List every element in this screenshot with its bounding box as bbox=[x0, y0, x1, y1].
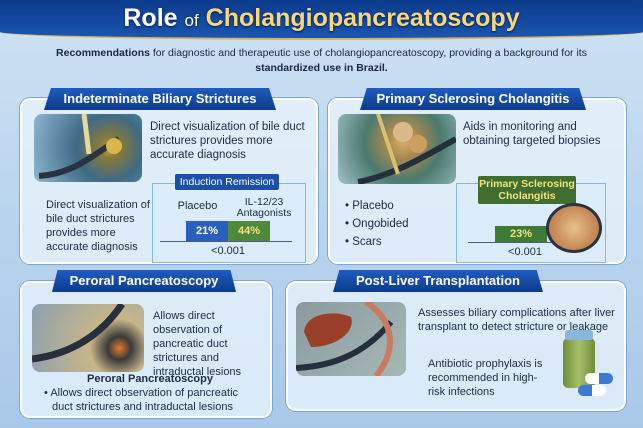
chart-axis bbox=[160, 241, 292, 242]
title-of: of bbox=[184, 11, 199, 30]
page-title: Role of Cholangiopancreatoscopy bbox=[0, 4, 643, 33]
chart-p-value: <0.001 bbox=[211, 245, 245, 257]
list-item: • Ongobided bbox=[345, 218, 409, 230]
endoscope-view-icon bbox=[546, 203, 602, 253]
bullet-list: • Placebo • Ongobided • Scars bbox=[345, 197, 409, 251]
panel-text: Allows direct observation of pancreatic … bbox=[153, 310, 242, 378]
panel-title: Post-Liver Transplantation bbox=[333, 270, 543, 292]
panel-note: Antibiotic prophylaxis is recommended in… bbox=[428, 358, 543, 398]
liver-transplant-image bbox=[296, 302, 406, 376]
chart-column-label: Placebo bbox=[177, 200, 218, 212]
panel-title: Primary Sclerosing Cholangitis bbox=[360, 88, 586, 110]
title-role: Role bbox=[123, 4, 178, 32]
list-item: • Scars bbox=[345, 236, 382, 248]
capsule-icon bbox=[578, 385, 606, 396]
subtitle: Recommendations for diagnostic and thera… bbox=[40, 46, 603, 76]
cholangitis-endoscopy-image bbox=[338, 114, 456, 184]
chart-p-value: <0.001 bbox=[508, 246, 542, 258]
chart-title: Induction Remission bbox=[175, 174, 279, 190]
capsule-icon bbox=[585, 373, 613, 384]
panel-title: Peroral Pancreatoscopy bbox=[52, 270, 236, 292]
panel-text: Assesses biliary complications after liv… bbox=[418, 307, 615, 333]
panel-title: Indeterminate Biliary Strictures bbox=[44, 88, 276, 110]
subtitle-lead: Recommendations bbox=[56, 47, 150, 59]
list-item: • Placebo bbox=[345, 200, 394, 212]
chart-column-label: IL-12/23 Antagonists bbox=[236, 196, 292, 219]
panel-text: Aids in monitoring and obtaining targete… bbox=[463, 121, 601, 147]
title-highlight: Cholangiopancreatoscopy bbox=[205, 4, 520, 32]
chart-bar-antagonists: 44% bbox=[228, 221, 270, 241]
panel-side-text: Direct visualization of bile duct strict… bbox=[46, 199, 150, 253]
list-item: • Allows direct observation of pancreati… bbox=[44, 387, 239, 413]
subtitle-tail: standardized use in Brazil. bbox=[255, 62, 388, 74]
pancreatic-duct-image bbox=[32, 304, 144, 372]
chart-title: Primary Sclerosing Cholangitis bbox=[478, 176, 576, 204]
subtitle-text: for diagnostic and therapeutic use of ch… bbox=[149, 47, 587, 59]
panel-text: Direct visualization of bile duct strict… bbox=[150, 121, 305, 161]
panel-subheading: Peroral Pancreatoscopy bbox=[87, 373, 213, 385]
bile-duct-endoscopy-image bbox=[34, 114, 142, 182]
chart-bar: 23% bbox=[495, 226, 547, 242]
chart-axis bbox=[468, 242, 558, 243]
chart-bar-placebo: 21% bbox=[186, 221, 228, 241]
header-band bbox=[0, 0, 643, 40]
